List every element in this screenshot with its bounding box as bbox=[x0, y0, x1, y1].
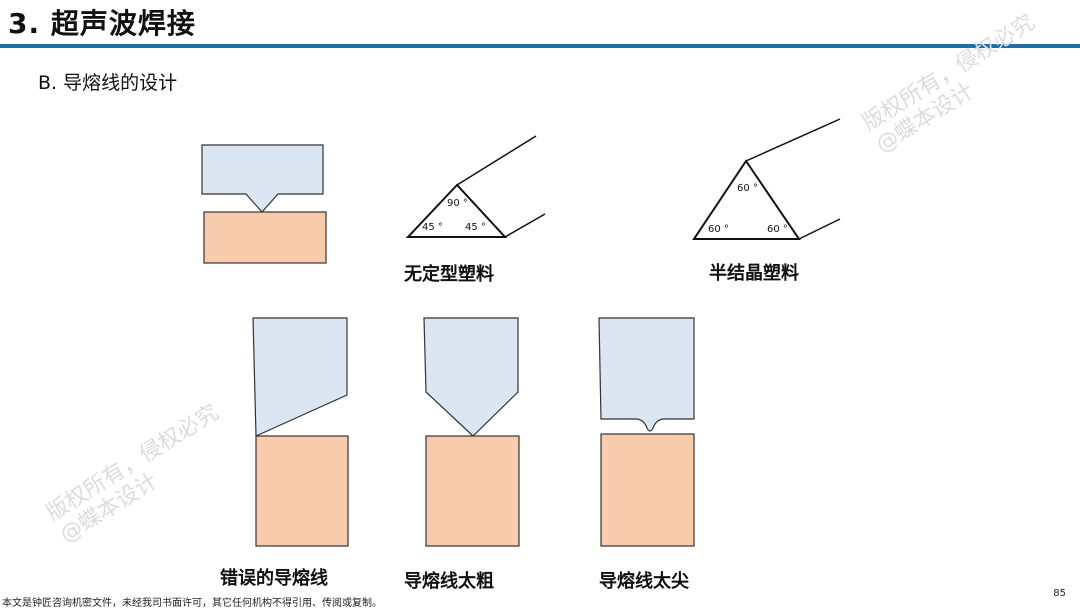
lower-part bbox=[600, 433, 695, 547]
too-thick-energy-director-figure bbox=[423, 317, 520, 547]
caption-too-sharp: 导熔线太尖 bbox=[599, 571, 689, 592]
wrong-energy-director-figure bbox=[252, 317, 349, 547]
angle-label-left: 45 ° bbox=[422, 222, 443, 233]
triangle-90-45-45 bbox=[405, 183, 508, 238]
angle-label-top: 90 ° bbox=[447, 198, 468, 209]
caption-too-thick: 导熔线太粗 bbox=[404, 571, 494, 592]
section-subtitle: B. 导熔线的设计 bbox=[38, 72, 178, 94]
header-rule bbox=[0, 44, 1080, 48]
energy-director-basic-figure bbox=[201, 144, 327, 264]
upper-part bbox=[423, 317, 519, 437]
angle-label-top: 60 ° bbox=[737, 183, 758, 194]
lower-part bbox=[255, 435, 349, 547]
angle-label-left: 60 ° bbox=[708, 224, 729, 235]
caption-amorphous: 无定型塑料 bbox=[404, 264, 494, 285]
caption-semicrystalline: 半结晶塑料 bbox=[709, 263, 799, 284]
upper-part bbox=[252, 317, 348, 437]
amorphous-triangle-figure: 90 ° 45 ° 45 ° bbox=[405, 135, 546, 238]
lower-part bbox=[203, 211, 327, 264]
angle-label-right: 60 ° bbox=[767, 224, 788, 235]
upper-part bbox=[201, 144, 324, 213]
triangle-60-60-60 bbox=[692, 159, 801, 240]
page-number: 85 bbox=[1053, 588, 1066, 599]
upper-part bbox=[598, 317, 695, 432]
too-sharp-energy-director-figure bbox=[598, 317, 695, 547]
page-title: 3. 超声波焊接 bbox=[8, 7, 196, 40]
angle-label-right: 45 ° bbox=[465, 222, 486, 233]
semicrystalline-triangle-figure: 60 ° 60 ° 60 ° bbox=[692, 118, 841, 240]
lower-part bbox=[425, 435, 520, 547]
caption-wrong: 错误的导熔线 bbox=[220, 568, 328, 589]
footer-notice: 本文是钟匠咨询机密文件，未经我司书面许可，其它任何机构不得引用、传阅或复制。 bbox=[2, 598, 382, 609]
